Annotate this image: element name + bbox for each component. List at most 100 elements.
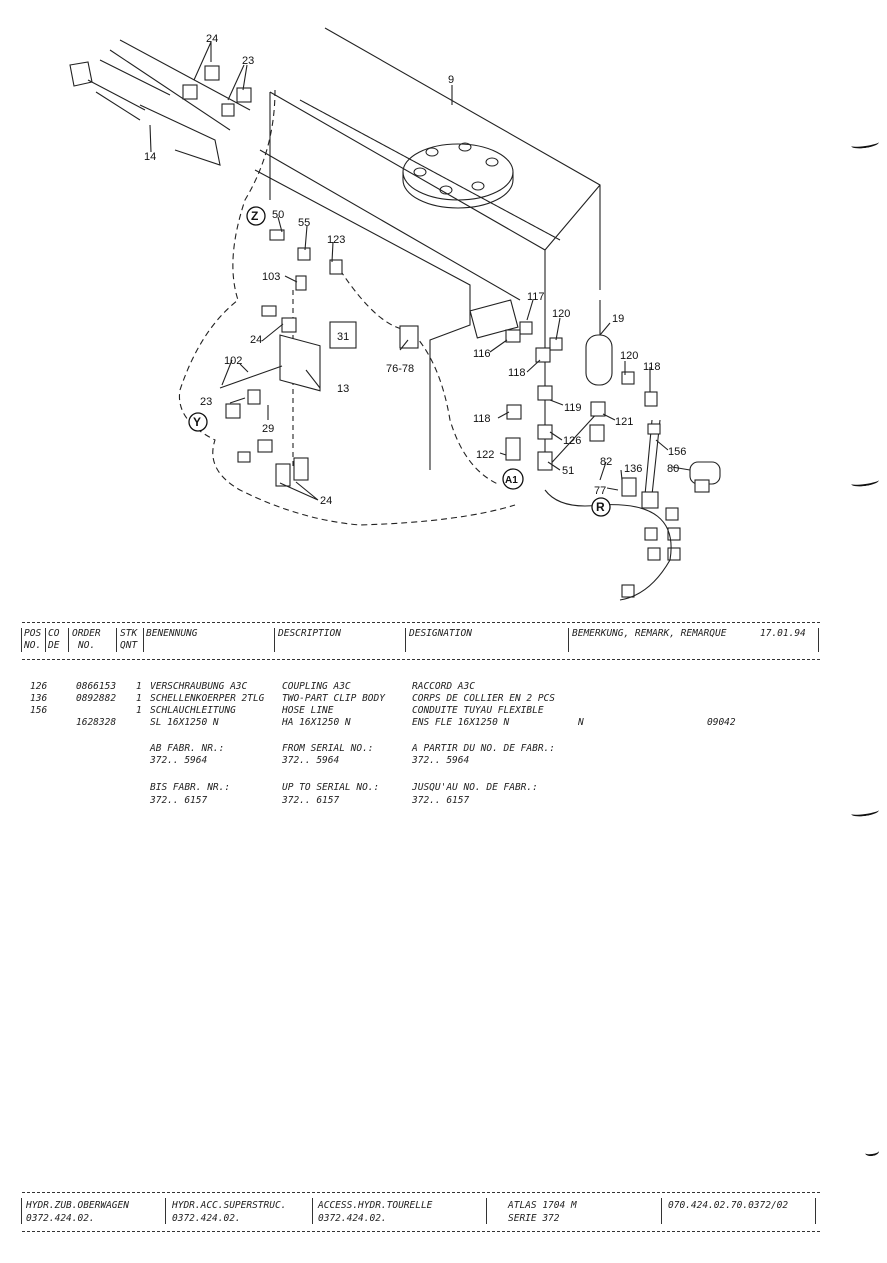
serial-to-de: BIS FABR. NR.: bbox=[150, 782, 231, 793]
tank-outline bbox=[269, 27, 601, 471]
row-order: 0866153 bbox=[76, 681, 117, 692]
callout-23-low: 23 bbox=[200, 396, 212, 408]
serial-from-de: AB FABR. NR.: bbox=[150, 743, 225, 754]
row-designation: ENS FLE 16X1250 N bbox=[412, 717, 510, 728]
row-designation: CORPS DE COLLIER EN 2 PCS bbox=[412, 693, 555, 704]
footer-group-fr-no: 0372.424.02. bbox=[318, 1213, 387, 1224]
callout-120-right: 120 bbox=[620, 350, 638, 362]
callout-103: 103 bbox=[262, 271, 280, 283]
row-qty: 1 bbox=[136, 693, 142, 704]
serial-from-value: 372.. 5964 bbox=[412, 755, 470, 766]
col-de: DE bbox=[48, 640, 60, 651]
serial-from-value: 372.. 5964 bbox=[282, 755, 340, 766]
callout-29: 29 bbox=[262, 423, 274, 435]
callout-14: 14 bbox=[144, 151, 156, 163]
footer-series: SERIE 372 bbox=[508, 1213, 560, 1224]
row-designation: RACCORD A3C bbox=[412, 681, 475, 692]
callout-121: 121 bbox=[615, 416, 633, 428]
callout-118-mid: 118 bbox=[473, 413, 491, 425]
edge-mark bbox=[864, 1147, 880, 1157]
callout-50: 50 bbox=[272, 209, 284, 221]
col-order-no: NO. bbox=[78, 640, 96, 651]
row-pos: 136 bbox=[30, 693, 48, 704]
row-order: 0892882 bbox=[76, 693, 117, 704]
callout-76-78: 76-78 bbox=[386, 363, 414, 375]
fittings bbox=[182, 65, 721, 598]
col-benennung: BENENNUNG bbox=[146, 628, 198, 639]
serial-to-fr: JUSQU'AU NO. DE FABR.: bbox=[412, 782, 538, 793]
callout-19: 19 bbox=[612, 313, 624, 325]
callout-9: 9 bbox=[448, 74, 454, 86]
footer-group-fr: ACCESS.HYDR.TOURELLE bbox=[318, 1200, 433, 1211]
callout-122: 122 bbox=[476, 449, 494, 461]
callout-23-top: 23 bbox=[242, 55, 254, 67]
view-marker-y bbox=[188, 412, 208, 432]
callout-118-top: 118 bbox=[508, 367, 526, 379]
serial-from-fr: A PARTIR DU NO. DE FABR.: bbox=[412, 743, 555, 754]
serial-to-value: 372.. 6157 bbox=[282, 795, 340, 806]
callout-120-left: 120 bbox=[552, 308, 570, 320]
row-benennung: VERSCHRAUBUNG A3C bbox=[150, 681, 248, 692]
callout-51: 51 bbox=[562, 465, 574, 477]
row-description: HOSE LINE bbox=[282, 705, 334, 716]
row-qty: 1 bbox=[136, 681, 142, 692]
callout-77: 77 bbox=[594, 485, 606, 497]
serial-to-value: 372.. 6157 bbox=[412, 795, 470, 806]
col-no: NO. bbox=[24, 640, 42, 651]
footer-group-en-no: 0372.424.02. bbox=[172, 1213, 241, 1224]
callout-24-top: 24 bbox=[206, 33, 218, 45]
view-label-a1: A1 bbox=[505, 475, 518, 486]
view-label-y: Y bbox=[193, 415, 201, 429]
row-benennung: SCHELLENKOERPER 2TLG bbox=[150, 693, 265, 704]
footer-group-de: HYDR.ZUB.OBERWAGEN bbox=[26, 1200, 129, 1211]
tank-lid bbox=[402, 143, 514, 201]
col-description: DESCRIPTION bbox=[278, 628, 341, 639]
footer-group-de-no: 0372.424.02. bbox=[26, 1213, 95, 1224]
callout-13: 13 bbox=[337, 383, 349, 395]
col-stk: STK bbox=[120, 628, 138, 639]
view-marker-z bbox=[246, 206, 266, 226]
col-designation: DESIGNATION bbox=[409, 628, 472, 639]
row-description: TWO-PART CLIP BODY bbox=[282, 693, 385, 704]
callout-116: 116 bbox=[473, 348, 491, 360]
row-pos: 126 bbox=[30, 681, 48, 692]
col-qnt: QNT bbox=[120, 640, 138, 651]
row-order: 1628328 bbox=[76, 717, 117, 728]
row-benennung: SCHLAUCHLEITUNG bbox=[150, 705, 236, 716]
callout-117: 117 bbox=[527, 291, 545, 303]
callout-24-mid: 24 bbox=[250, 334, 262, 346]
col-order: ORDER bbox=[72, 628, 101, 639]
callout-102: 102 bbox=[224, 355, 242, 367]
table-header-rule bbox=[22, 659, 820, 660]
footer-group-en: HYDR.ACC.SUPERSTRUC. bbox=[172, 1200, 287, 1211]
view-marker-r bbox=[591, 497, 611, 517]
footer-model: ATLAS 1704 M bbox=[508, 1200, 577, 1211]
exploded-parts-diagram: 24 23 14 9 50 55 123 103 24 102 13 23 29… bbox=[69, 27, 721, 601]
row-description: COUPLING A3C bbox=[282, 681, 351, 692]
callout-136: 136 bbox=[624, 463, 642, 475]
footer-top-rule bbox=[22, 1192, 820, 1193]
row-qty: 1 bbox=[136, 705, 142, 716]
callout-118-right: 118 bbox=[643, 361, 661, 373]
row-remark: N bbox=[578, 717, 584, 728]
callout-119: 119 bbox=[564, 402, 582, 414]
row-pos: 156 bbox=[30, 705, 48, 716]
view-label-r: R bbox=[596, 500, 605, 514]
row-benennung: SL 16X1250 N bbox=[150, 717, 219, 728]
serial-from-en: FROM SERIAL NO.: bbox=[282, 743, 374, 754]
callout-31: 31 bbox=[337, 331, 349, 343]
view-label-z: Z bbox=[251, 209, 258, 223]
callout-80: 80 bbox=[667, 463, 679, 475]
serial-to-value: 372.. 6157 bbox=[150, 795, 208, 806]
callout-55: 55 bbox=[298, 217, 310, 229]
callout-82: 82 bbox=[600, 456, 612, 468]
callout-126: 126 bbox=[563, 435, 581, 447]
col-pos: POS bbox=[24, 628, 42, 639]
edge-mark bbox=[850, 806, 880, 818]
callout-24-bottom: 24 bbox=[320, 495, 332, 507]
row-description: HA 16X1250 N bbox=[282, 717, 351, 728]
callout-123: 123 bbox=[327, 234, 345, 246]
callout-156: 156 bbox=[668, 446, 686, 458]
hose-line bbox=[178, 89, 516, 526]
row-designation: CONDUITE TUYAU FLEXIBLE bbox=[412, 705, 544, 716]
